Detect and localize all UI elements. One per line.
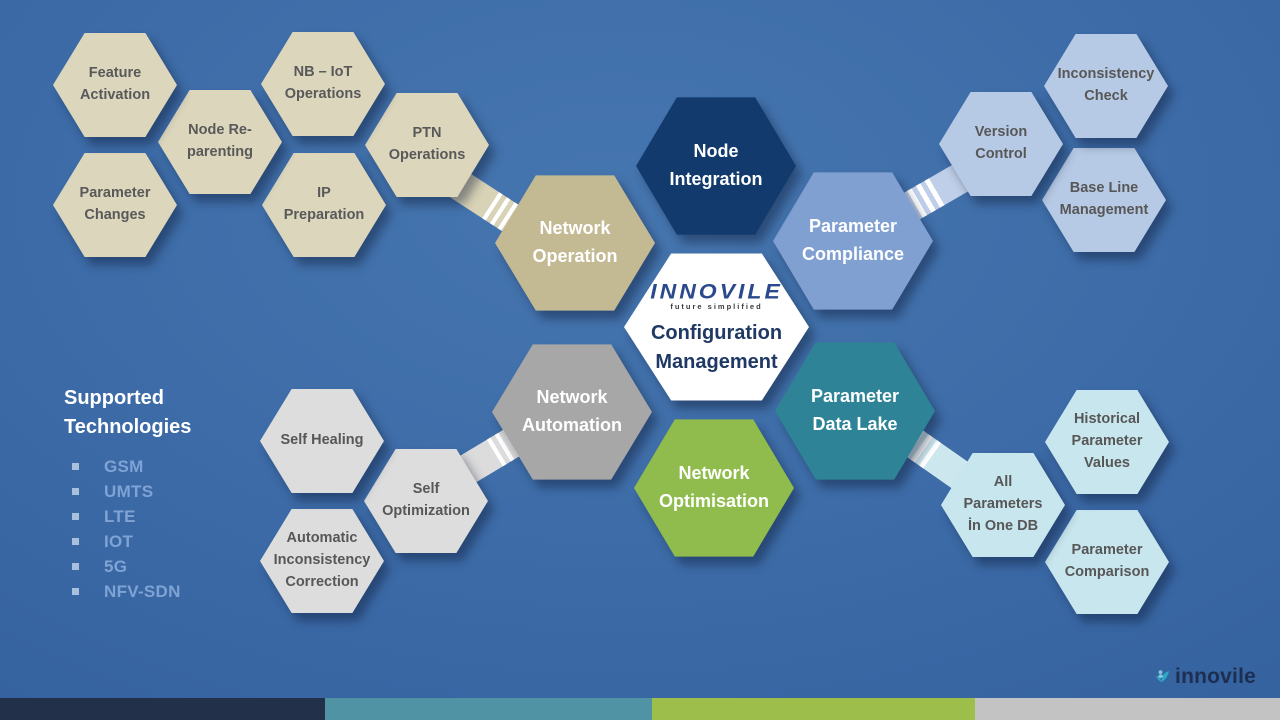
hexagon-label: NB – IoT Operations — [261, 32, 385, 136]
footer-bar-navy — [0, 698, 325, 720]
hexagon-network-automation: Network Automation — [492, 343, 652, 481]
hexagon-all-parameters-in-one-db: All Parameters İn One DB — [941, 452, 1065, 558]
list-item: NFV-SDN — [72, 581, 214, 601]
hexagon-parameter-changes: Parameter Changes — [53, 152, 177, 258]
supported-technologies-list: GSM UMTS LTE IOT 5G NFV-SDN — [72, 456, 214, 601]
hexagon-node-re-parenting: Node Re-parenting — [158, 89, 282, 195]
hexagon-label: Parameter Data Lake — [775, 342, 935, 480]
square-bullet-icon — [72, 563, 79, 570]
square-bullet-icon — [72, 513, 79, 520]
hexagon-label: Version Control — [939, 92, 1063, 196]
hexagon-inconsistency-check: Inconsistency Check — [1044, 33, 1168, 139]
hexagon-label: Self Healing — [260, 389, 384, 493]
hexagon-version-control: Version Control — [939, 91, 1063, 197]
innovile-footer-wordmark: innovile — [1175, 665, 1256, 688]
hexagon-base-line-management: Base Line Management — [1042, 147, 1166, 253]
hexagon-label: Automatic Inconsistency Correction — [260, 509, 384, 613]
hexagon-configuration-management: INNOVILE future simplified Configuration… — [624, 252, 809, 402]
tech-label: UMTS — [104, 481, 154, 501]
footer-bar-gray — [975, 698, 1280, 720]
square-bullet-icon — [72, 463, 79, 470]
hexagon-historical-parameter-values: Historical Parameter Values — [1045, 389, 1169, 495]
hexagon-network-optimisation: Network Optimisation — [634, 418, 794, 558]
hexagon-label: Network Automation — [492, 344, 652, 480]
hexagon-label: Feature Activation — [53, 33, 177, 137]
footer-bar-teal — [325, 698, 652, 720]
hexagon-automatic-inconsistency-correction: Automatic Inconsistency Correction — [260, 508, 384, 614]
hexagon-ip-preparation: IP Preparation — [262, 152, 386, 258]
innovile-tagline: future simplified — [670, 301, 763, 311]
hexagon-network-operation: Network Operation — [495, 174, 655, 312]
innovile-footer-logo: innovile — [1152, 665, 1256, 689]
innovile-logo-icon — [1155, 670, 1169, 683]
list-item: UMTS — [72, 481, 214, 501]
list-item: 5G — [72, 556, 214, 576]
diagram-title: Configuration Management — [650, 321, 783, 373]
innovile-logo: INNOVILE future simplified — [650, 278, 783, 311]
square-bullet-icon — [72, 488, 79, 495]
hexagon-nb-iot-operations: NB – IoT Operations — [261, 31, 385, 137]
hexagon-self-healing: Self Healing — [260, 388, 384, 494]
supported-technologies-panel: Supported Technologies GSM UMTS LTE IOT … — [64, 384, 214, 608]
tech-label: LTE — [104, 506, 136, 526]
hexagon-node-integration: Node Integration — [636, 96, 796, 236]
innovile-wordmark: INNOVILE — [650, 278, 783, 303]
tech-label: NFV-SDN — [104, 581, 181, 601]
footer-bar-green — [652, 698, 975, 720]
hexagon-parameter-comparison: Parameter Comparison — [1045, 509, 1169, 615]
hexagon-feature-activation: Feature Activation — [53, 32, 177, 138]
hexagon-label: Node Integration — [636, 97, 796, 235]
hexagon-parameter-data-lake: Parameter Data Lake — [775, 341, 935, 481]
square-bullet-icon — [72, 588, 79, 595]
list-item: GSM — [72, 456, 214, 476]
hexagon-self-optimization: Self Optimization — [364, 448, 488, 554]
square-bullet-icon — [72, 538, 79, 545]
tech-label: 5G — [104, 556, 128, 576]
hexagon-label: Parameter Compliance — [773, 172, 933, 310]
hexagon-label: All Parameters İn One DB — [941, 453, 1065, 557]
tech-label: GSM — [104, 456, 144, 476]
hexagon-label: Network Operation — [495, 175, 655, 311]
list-item: IOT — [72, 531, 214, 551]
hexagon-ptn-operations: PTN Operations — [365, 92, 489, 198]
list-item: LTE — [72, 506, 214, 526]
hexagon-parameter-compliance: Parameter Compliance — [773, 171, 933, 311]
tech-label: IOT — [104, 531, 134, 551]
hexagon-label: Network Optimisation — [634, 419, 794, 557]
supported-technologies-title: Supported Technologies — [64, 387, 192, 438]
